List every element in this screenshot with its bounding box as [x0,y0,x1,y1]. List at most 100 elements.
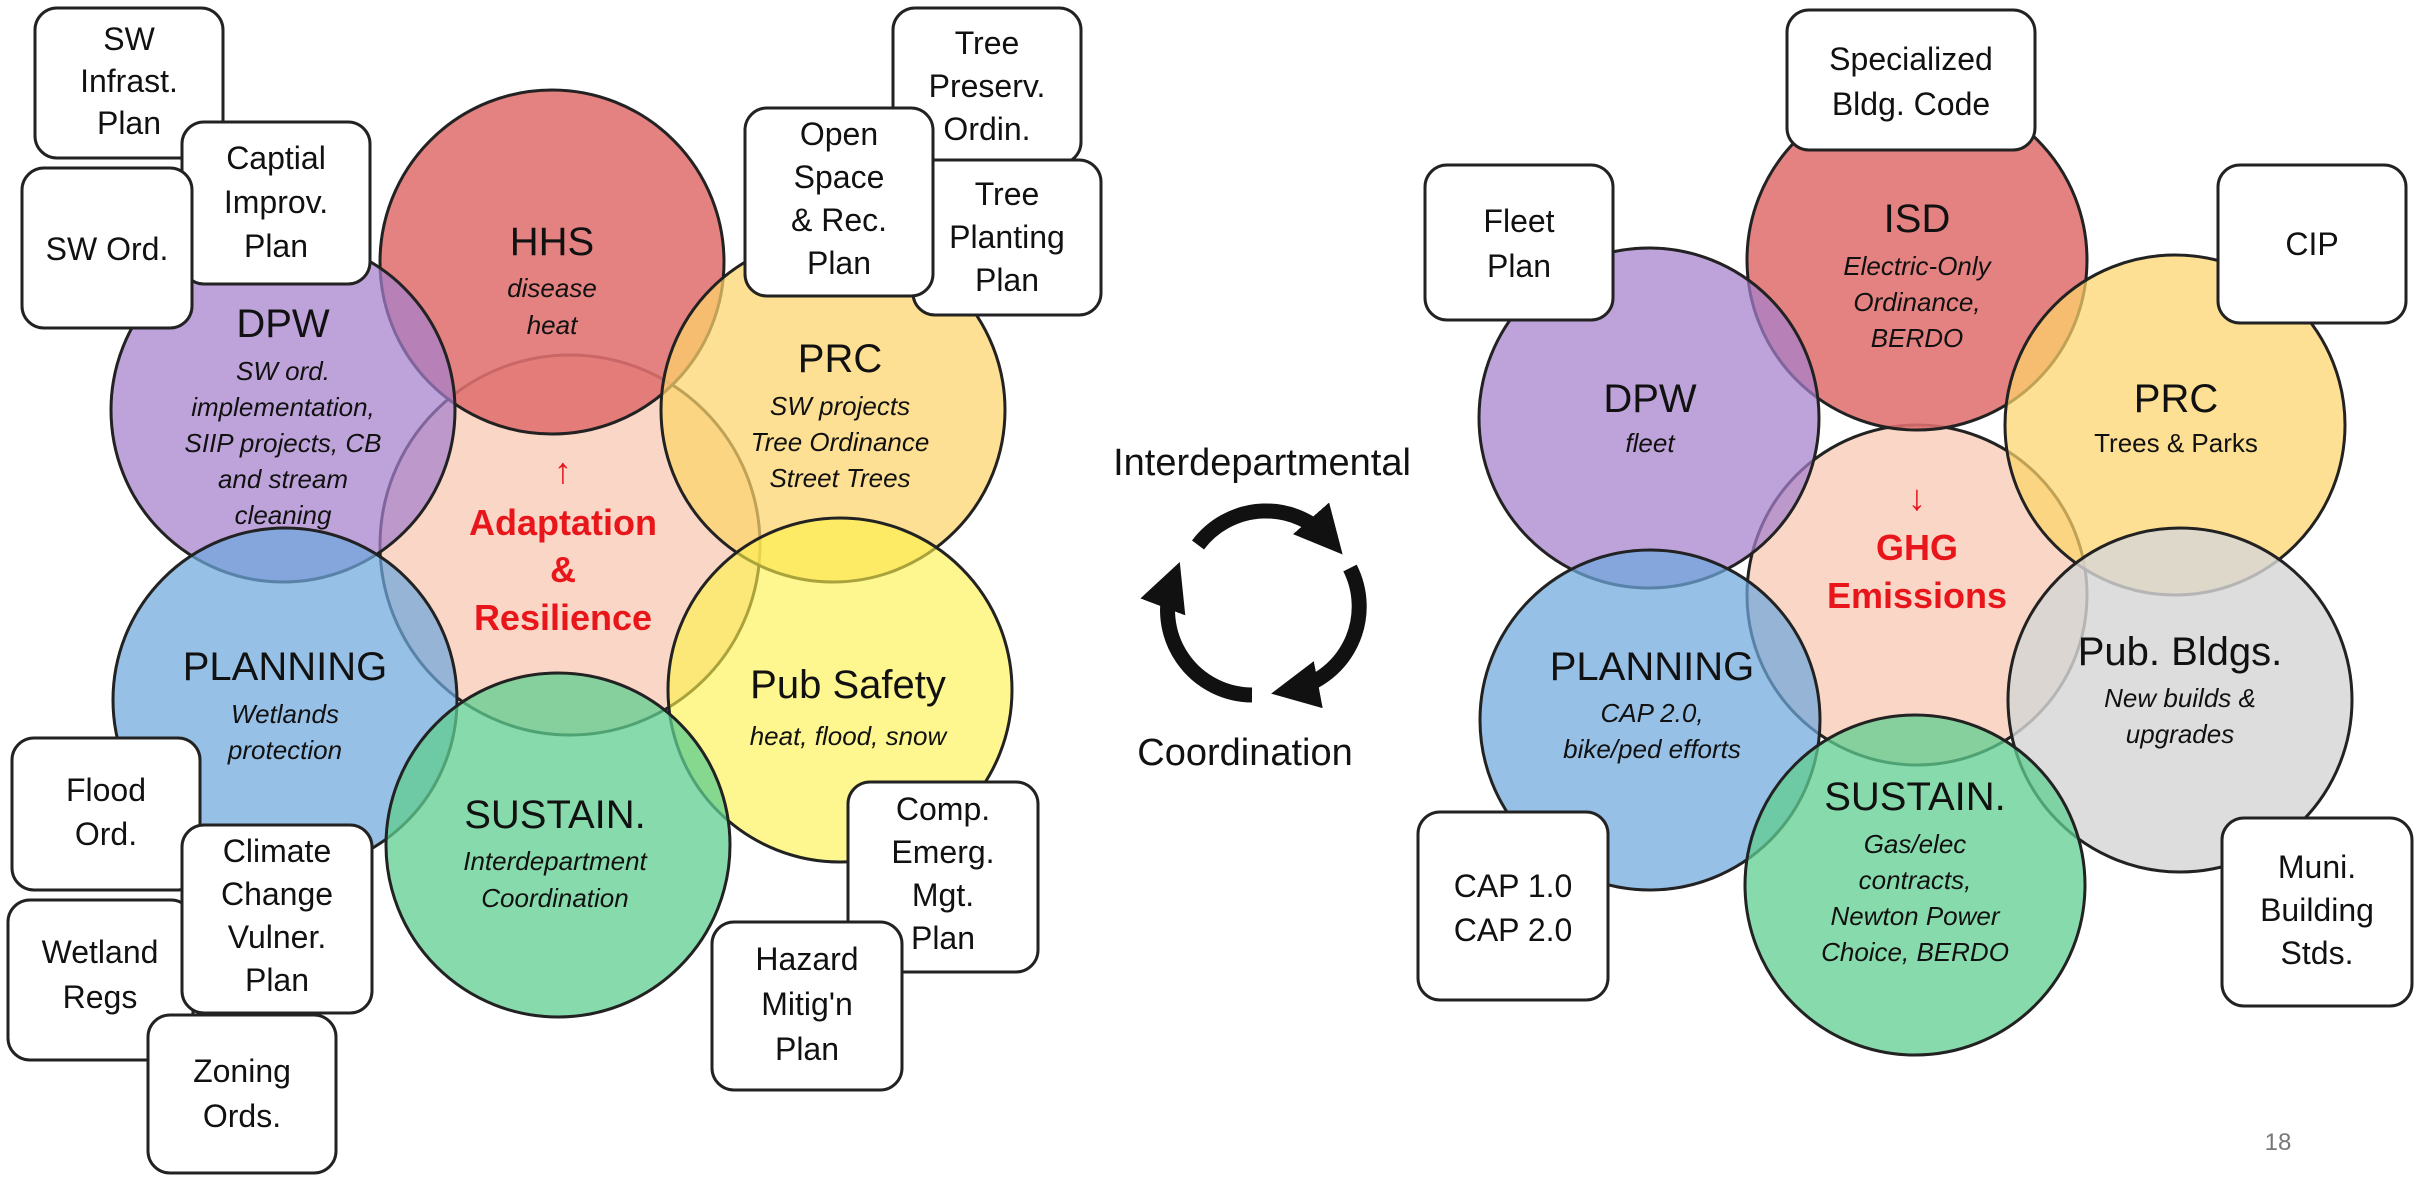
svg-text:SW Ord.: SW Ord. [46,231,169,267]
interdepartmental-label: Interdepartmental [1113,442,1411,484]
doc-cap: CAP 1.0 CAP 2.0 [1416,810,1610,1002]
svg-text:Plan: Plan [244,228,308,264]
svg-text:Open: Open [800,116,878,152]
cycle-arrow-top [1192,502,1343,555]
hhs-title: HHS [510,220,594,264]
svg-text:Fleet: Fleet [1483,203,1554,239]
svg-text:Infrast.: Infrast. [80,63,178,99]
svg-text:Stds.: Stds. [2281,935,2354,971]
svg-text:Ords.: Ords. [203,1098,281,1134]
prc-right-line-1: Trees & Parks [2094,428,2258,458]
planning-title: PLANNING [183,645,388,689]
interdepartmental-cycle: Interdepartmental Coordination [1113,442,1411,774]
pub-safety-line-1: heat, flood, snow [750,721,949,751]
svg-text:Wetland: Wetland [42,934,159,970]
svg-text:Mitig'n: Mitig'n [761,986,852,1022]
planning-line-2: protection [227,735,342,765]
planning-line-1: Wetlands [231,699,339,729]
dpw-line-2: implementation, [191,392,375,422]
hhs-line-1: disease [507,273,597,303]
dpw-title: DPW [236,302,330,346]
dpw-line-5: cleaning [235,500,332,530]
prc-right-title: PRC [2134,377,2218,421]
svg-text:Tree: Tree [955,25,1020,61]
svg-text:Space: Space [794,159,885,195]
doc-tree-planting-plan: Tree Planting Plan [911,158,1103,317]
doc-open-space-rec-plan: Open Space & Rec. Plan [743,106,935,298]
sustain-title: SUSTAIN. [464,793,646,837]
isd-title: ISD [1884,197,1951,241]
svg-text:CAP 1.0: CAP 1.0 [1454,868,1573,904]
planning-right-line-1: CAP 2.0, [1600,698,1703,728]
sustain-circle [384,671,732,1019]
svg-text:Hazard: Hazard [755,941,858,977]
svg-text:CAP 2.0: CAP 2.0 [1454,912,1573,948]
isd-line-1: Electric-Only [1843,251,1992,281]
doc-cip: CIP [2216,163,2408,325]
svg-text:Climate: Climate [223,833,331,869]
svg-text:Muni.: Muni. [2278,849,2356,885]
doc-captial-improv-plan: Captial Improv. Plan [180,120,372,286]
prc-title: PRC [798,337,882,381]
svg-text:Building: Building [2260,892,2374,928]
svg-text:CIP: CIP [2285,226,2338,262]
svg-text:Plan: Plan [807,245,871,281]
svg-text:Plan: Plan [775,1031,839,1067]
svg-text:Plan: Plan [911,920,975,956]
pub-bldgs-line-1: New builds & [2104,683,2256,713]
doc-comp-emerg-mgt-plan: Comp. Emerg. Mgt. Plan [846,780,1040,974]
hhs-line-2: heat [527,310,579,340]
svg-text:Emerg.: Emerg. [891,834,994,870]
doc-sw-ord: SW Ord. [20,166,194,330]
svg-text:Captial: Captial [226,140,326,176]
svg-text:Vulner.: Vulner. [228,919,326,955]
svg-text:Flood: Flood [66,772,146,808]
doc-fleet-plan: Fleet Plan [1423,163,1615,322]
page-number: 18 [2265,1129,2292,1156]
sustain-right-line-2: contracts, [1859,865,1972,895]
svg-text:Improv.: Improv. [224,184,328,220]
svg-text:Plan: Plan [97,105,161,141]
svg-text:& Rec.: & Rec. [791,202,887,238]
cycle-arrow-right [1271,564,1367,709]
svg-text:Tree: Tree [975,176,1040,212]
left-cluster: HHS disease heat DPW SW ord. implementat… [6,6,1103,1175]
svg-text:Plan: Plan [1487,248,1551,284]
pub-safety-title: Pub Safety [750,663,946,707]
dpw-line-1: SW ord. [236,356,330,386]
sustain-right-line-3: Newton Power [1830,901,2000,931]
ghg-down-arrow: ↓ [1908,477,1926,518]
svg-text:Plan: Plan [245,962,309,998]
right-cluster: ISD Electric-Only Ordinance, BERDO DPW f… [1416,8,2414,1057]
svg-text:Zoning: Zoning [193,1053,291,1089]
adaptation-up-arrow: ↑ [554,450,572,491]
pub-bldgs-line-2: upgrades [2126,719,2234,749]
pub-bldgs-title: Pub. Bldgs. [2078,630,2283,674]
svg-text:Mgt.: Mgt. [912,877,974,913]
hhs-circle [378,88,726,436]
svg-text:Preserv.: Preserv. [929,68,1046,104]
prc-line-1: SW projects [770,391,910,421]
planning-right-title: PLANNING [1550,645,1755,689]
doc-zoning-ords: Zoning Ords. [146,1013,338,1175]
dpw-right-line-1: fleet [1625,428,1676,458]
prc-line-3: Street Trees [769,463,910,493]
dpw-line-3: SIIP projects, CB [185,428,382,458]
svg-text:Planting: Planting [949,219,1065,255]
sustain-right-title: SUSTAIN. [1824,775,2006,819]
doc-specialized-bldg-code: Specialized Bldg. Code [1785,8,2037,152]
hub-ghg-line-1: GHG [1876,527,1958,568]
svg-text:Comp.: Comp. [896,791,990,827]
dpw-right-title: DPW [1603,377,1697,421]
prc-line-2: Tree Ordinance [751,427,930,457]
planning-circle-right [1478,548,1822,892]
svg-text:Regs: Regs [63,979,138,1015]
pub-safety-circle [666,516,1014,864]
pub-bldgs-circle [2006,526,2354,874]
hub-adaptation-line-3: Resilience [474,597,652,638]
svg-text:Plan: Plan [975,262,1039,298]
hub-ghg-line-2: Emissions [1827,575,2007,616]
svg-text:Change: Change [221,876,333,912]
isd-line-2: Ordinance, [1853,287,1980,317]
